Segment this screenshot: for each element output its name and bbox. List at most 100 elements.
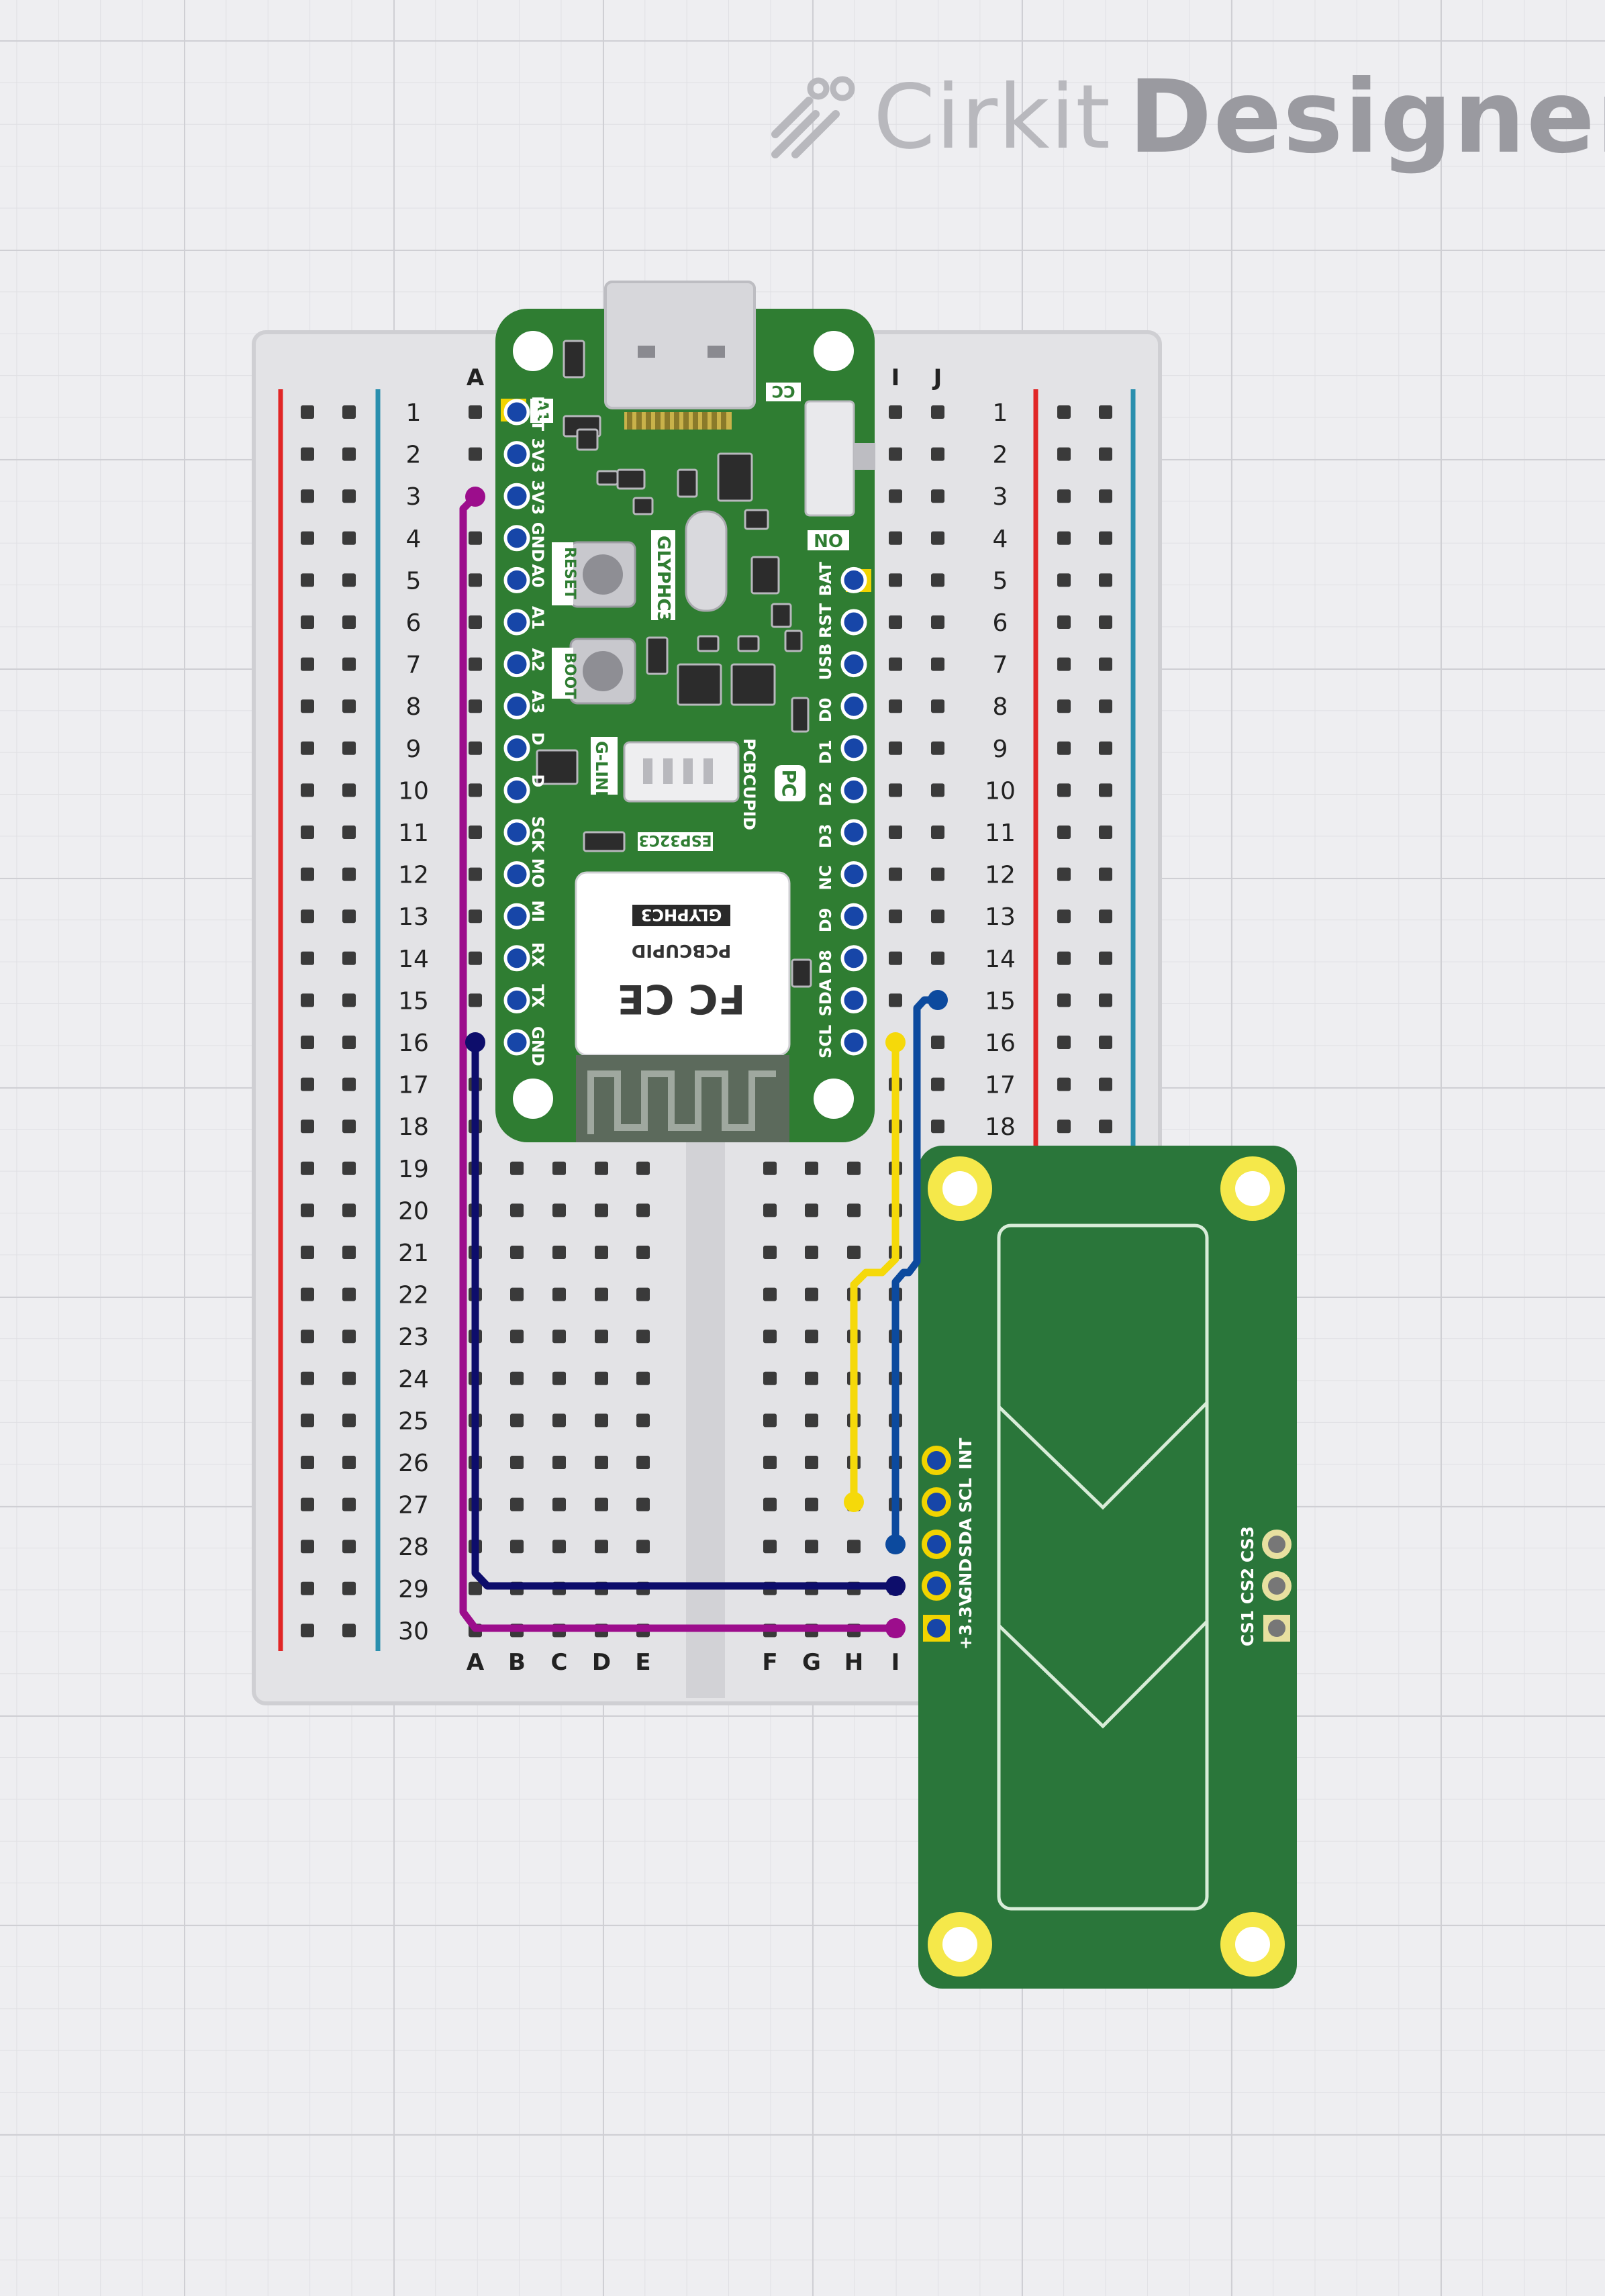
breadboard-hole[interactable] bbox=[595, 1246, 608, 1259]
breadboard-hole[interactable] bbox=[889, 531, 902, 545]
breadboard-hole[interactable] bbox=[552, 1456, 566, 1469]
breadboard-hole[interactable] bbox=[342, 573, 356, 587]
wire-scl-yellow[interactable] bbox=[850, 1038, 899, 1506]
breadboard-hole[interactable] bbox=[636, 1540, 650, 1554]
breadboard-hole[interactable] bbox=[847, 1203, 861, 1217]
breadboard-hole[interactable] bbox=[469, 1581, 482, 1595]
breadboard-hole[interactable] bbox=[301, 1119, 314, 1134]
breadboard-hole[interactable] bbox=[636, 1161, 650, 1175]
breadboard-hole[interactable] bbox=[510, 1497, 524, 1511]
breadboard-hole[interactable] bbox=[301, 1161, 314, 1175]
mcu-pin-left[interactable] bbox=[503, 651, 530, 678]
breadboard-hole[interactable] bbox=[342, 405, 356, 419]
mcu-pin-left[interactable] bbox=[503, 609, 530, 636]
breadboard-hole[interactable] bbox=[805, 1456, 818, 1469]
breadboard-hole[interactable] bbox=[342, 1624, 356, 1638]
breadboard-hole[interactable] bbox=[342, 867, 356, 881]
breadboard-hole[interactable] bbox=[342, 909, 356, 924]
breadboard-hole[interactable] bbox=[342, 447, 356, 461]
breadboard-hole[interactable] bbox=[301, 1203, 314, 1217]
breadboard-hole[interactable] bbox=[469, 826, 482, 839]
boot-button-cap[interactable] bbox=[583, 651, 623, 691]
breadboard-hole[interactable] bbox=[469, 993, 482, 1007]
breadboard-hole[interactable] bbox=[510, 1203, 524, 1217]
mcu-pin-left[interactable] bbox=[503, 693, 530, 719]
breadboard-hole[interactable] bbox=[763, 1246, 777, 1259]
breadboard-hole[interactable] bbox=[342, 1119, 356, 1134]
breadboard-hole[interactable] bbox=[931, 909, 944, 924]
breadboard-hole[interactable] bbox=[931, 657, 944, 671]
breadboard-hole[interactable] bbox=[805, 1161, 818, 1175]
breadboard-hole[interactable] bbox=[552, 1371, 566, 1385]
breadboard-hole[interactable] bbox=[763, 1456, 777, 1469]
breadboard-hole[interactable] bbox=[552, 1540, 566, 1554]
breadboard-hole[interactable] bbox=[342, 1330, 356, 1344]
breadboard-hole[interactable] bbox=[1057, 405, 1071, 419]
breadboard-hole[interactable] bbox=[889, 909, 902, 924]
breadboard-hole[interactable] bbox=[301, 615, 314, 629]
breadboard-hole[interactable] bbox=[889, 826, 902, 839]
breadboard-hole[interactable] bbox=[889, 699, 902, 713]
breadboard-hole[interactable] bbox=[931, 699, 944, 713]
wire-endpoint[interactable] bbox=[885, 1618, 906, 1638]
breadboard-hole[interactable] bbox=[889, 951, 902, 965]
mcu-pin-right[interactable] bbox=[840, 987, 867, 1013]
breadboard-hole[interactable] bbox=[301, 783, 314, 797]
breadboard-hole[interactable] bbox=[805, 1540, 818, 1554]
breadboard-hole[interactable] bbox=[763, 1371, 777, 1385]
breadboard-hole[interactable] bbox=[805, 1413, 818, 1428]
breadboard-hole[interactable] bbox=[301, 531, 314, 545]
breadboard-hole[interactable] bbox=[763, 1161, 777, 1175]
breadboard-hole[interactable] bbox=[342, 1456, 356, 1469]
breadboard-hole[interactable] bbox=[636, 1456, 650, 1469]
breadboard-hole[interactable] bbox=[301, 573, 314, 587]
breadboard-hole[interactable] bbox=[595, 1413, 608, 1428]
breadboard-hole[interactable] bbox=[342, 699, 356, 713]
wire-endpoint[interactable] bbox=[465, 487, 485, 507]
breadboard-hole[interactable] bbox=[1057, 615, 1071, 629]
sensor-pin[interactable] bbox=[927, 1451, 946, 1470]
wire-endpoint[interactable] bbox=[885, 1534, 906, 1554]
breadboard-hole[interactable] bbox=[1099, 489, 1112, 503]
mcu-pin-right[interactable] bbox=[840, 735, 867, 762]
breadboard-hole[interactable] bbox=[510, 1246, 524, 1259]
breadboard-hole[interactable] bbox=[1099, 531, 1112, 545]
breadboard-hole[interactable] bbox=[636, 1203, 650, 1217]
breadboard-hole[interactable] bbox=[301, 1456, 314, 1469]
breadboard-hole[interactable] bbox=[595, 1371, 608, 1385]
breadboard-hole[interactable] bbox=[469, 909, 482, 924]
mcu-pin-left[interactable] bbox=[503, 987, 530, 1013]
breadboard-hole[interactable] bbox=[510, 1371, 524, 1385]
breadboard-hole[interactable] bbox=[301, 741, 314, 755]
breadboard-hole[interactable] bbox=[301, 1413, 314, 1428]
breadboard-hole[interactable] bbox=[636, 1287, 650, 1301]
breadboard-hole[interactable] bbox=[1099, 657, 1112, 671]
breadboard-hole[interactable] bbox=[636, 1371, 650, 1385]
breadboard-hole[interactable] bbox=[931, 447, 944, 461]
breadboard-hole[interactable] bbox=[301, 1624, 314, 1638]
power-switch-knob[interactable] bbox=[854, 443, 875, 470]
breadboard-hole[interactable] bbox=[469, 867, 482, 881]
mcu-pin-left[interactable] bbox=[503, 861, 530, 888]
breadboard-hole[interactable] bbox=[552, 1330, 566, 1344]
breadboard-hole[interactable] bbox=[931, 615, 944, 629]
breadboard-hole[interactable] bbox=[1099, 573, 1112, 587]
breadboard-hole[interactable] bbox=[301, 1581, 314, 1595]
breadboard-hole[interactable] bbox=[1057, 657, 1071, 671]
breadboard-hole[interactable] bbox=[301, 1371, 314, 1385]
breadboard-hole[interactable] bbox=[636, 1413, 650, 1428]
breadboard-hole[interactable] bbox=[301, 1036, 314, 1049]
breadboard-hole[interactable] bbox=[342, 489, 356, 503]
breadboard-hole[interactable] bbox=[889, 447, 902, 461]
breadboard-hole[interactable] bbox=[552, 1413, 566, 1428]
breadboard-hole[interactable] bbox=[763, 1330, 777, 1344]
usb-c-connector-top[interactable] bbox=[604, 281, 756, 409]
breadboard-hole[interactable] bbox=[1057, 741, 1071, 755]
breadboard-hole[interactable] bbox=[510, 1540, 524, 1554]
breadboard-hole[interactable] bbox=[889, 783, 902, 797]
breadboard-hole[interactable] bbox=[1057, 1036, 1071, 1049]
mcu-pin-left[interactable] bbox=[503, 399, 530, 426]
wire-endpoint[interactable] bbox=[885, 1032, 906, 1052]
wire-endpoint[interactable] bbox=[885, 1576, 906, 1596]
breadboard-hole[interactable] bbox=[931, 1077, 944, 1091]
